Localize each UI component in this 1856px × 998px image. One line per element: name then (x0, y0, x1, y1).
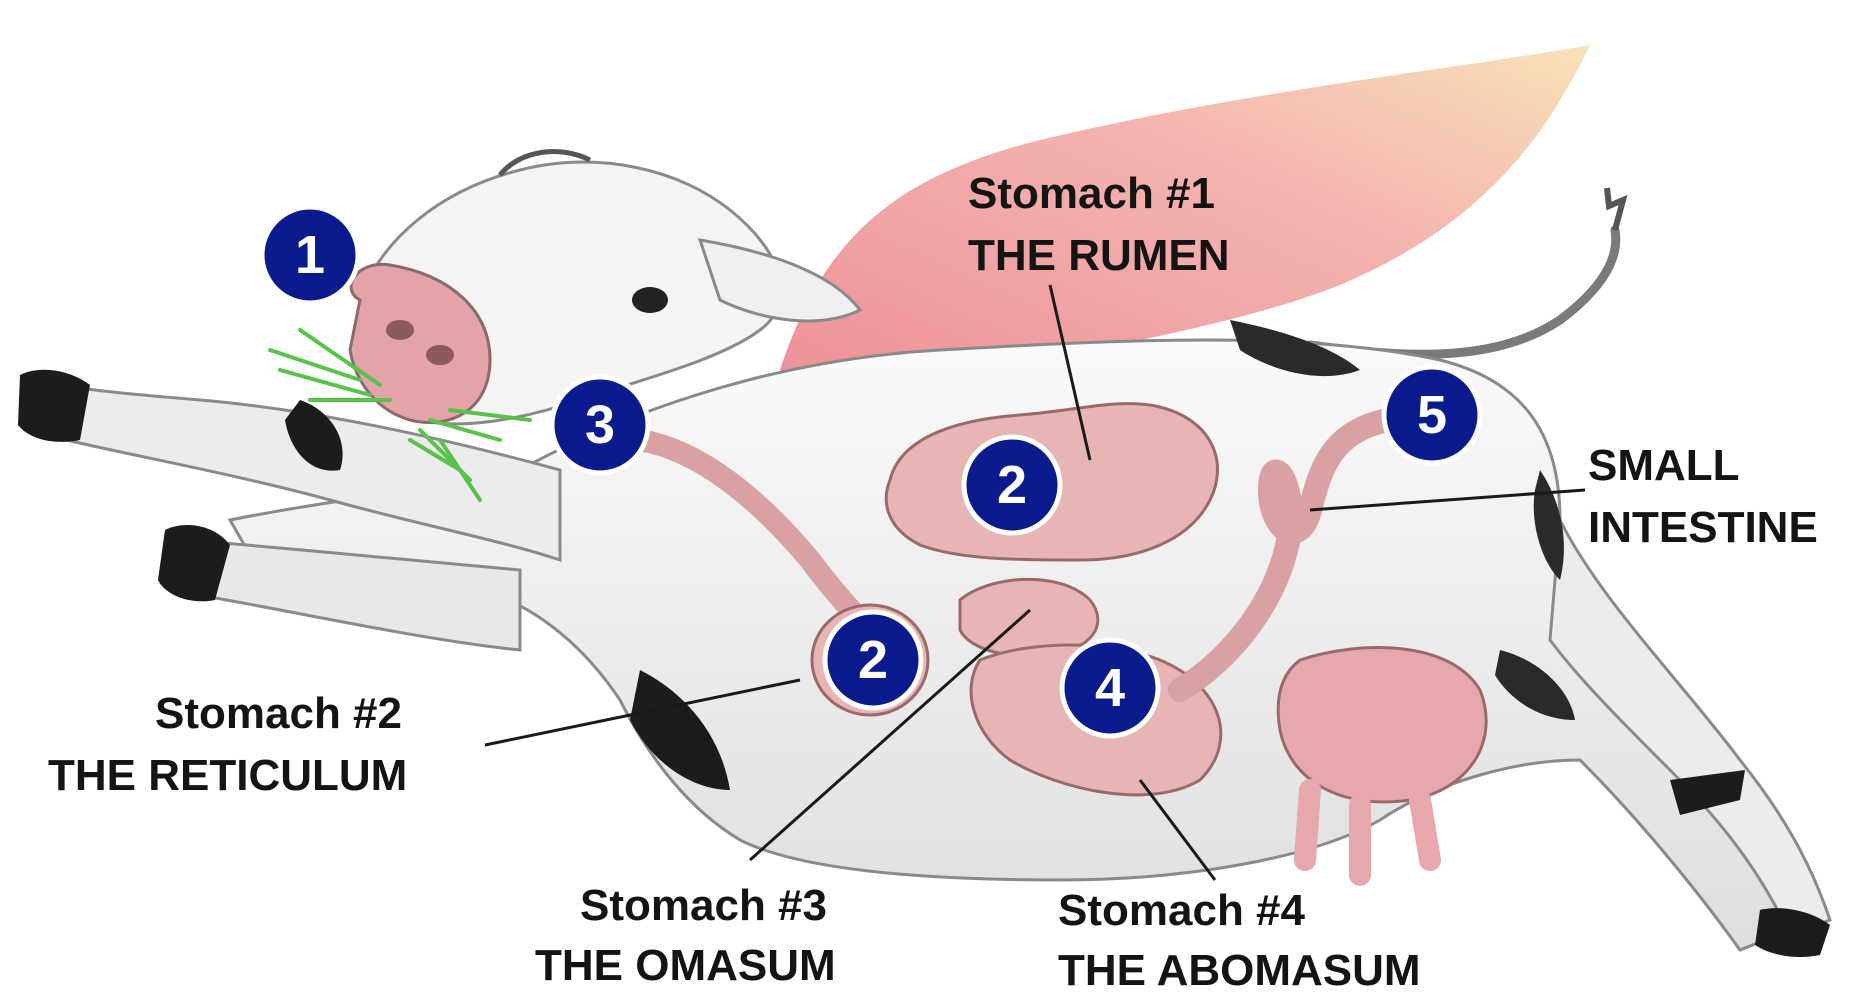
reticulum-label-line2: THE RETICULUM (48, 751, 407, 800)
rumen-label-line1: Stomach #1 (968, 169, 1215, 218)
svg-text:3: 3 (585, 395, 615, 455)
abomasum-label-line2: THE ABOMASUM (1058, 946, 1421, 993)
badge-intestine: 5 (1384, 367, 1480, 463)
small-intestine-label-line2: INTESTINE (1588, 503, 1818, 552)
label-omasum: Stomach #3 THE OMASUM (535, 881, 836, 990)
svg-text:4: 4 (1095, 658, 1125, 718)
abomasum-label-line1: Stomach #4 (1058, 886, 1306, 935)
svg-text:2: 2 (997, 455, 1027, 515)
udder-icon (1278, 648, 1486, 875)
rumen-label-line2: THE RUMEN (968, 231, 1230, 280)
badge-esophagus: 3 (552, 377, 648, 473)
svg-text:2: 2 (858, 630, 888, 690)
svg-text:5: 5 (1417, 385, 1447, 445)
badge-mouth: 1 (262, 207, 358, 303)
label-small-intestine: SMALL INTESTINE (1588, 441, 1818, 552)
badge-abomasum: 4 (1062, 640, 1158, 736)
reticulum-label-line1: Stomach #2 (155, 689, 402, 738)
omasum-label-line2: THE OMASUM (535, 941, 836, 990)
svg-text:1: 1 (295, 225, 325, 285)
label-reticulum: Stomach #2 THE RETICULUM (48, 689, 407, 800)
badge-rumen: 2 (964, 437, 1060, 533)
small-intestine-label-line1: SMALL (1588, 441, 1740, 490)
label-abomasum: Stomach #4 THE ABOMASUM (1058, 886, 1421, 993)
omasum-label-line1: Stomach #3 (580, 881, 827, 930)
badge-reticulum: 2 (825, 612, 921, 708)
